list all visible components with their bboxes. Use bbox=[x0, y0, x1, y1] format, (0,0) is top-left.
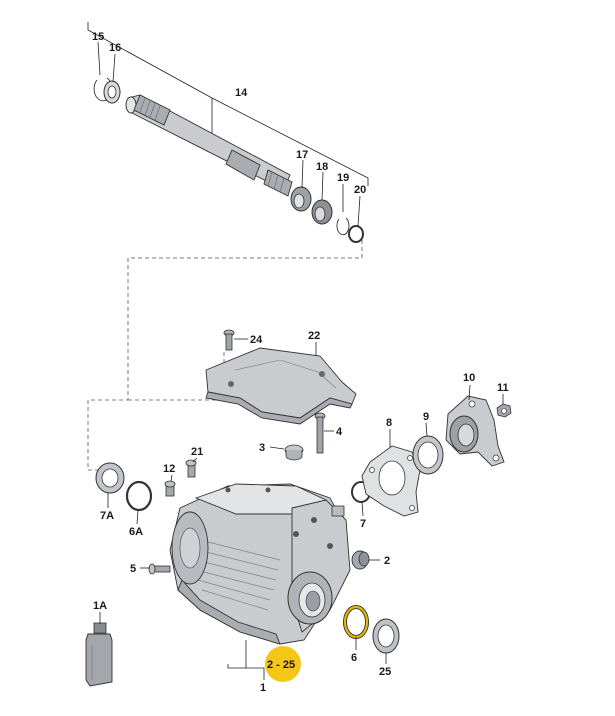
callout-18: 18 bbox=[316, 161, 328, 173]
seal-7a bbox=[95, 462, 125, 494]
plug-3 bbox=[284, 444, 304, 461]
callout-1a: 1A bbox=[93, 600, 107, 612]
shaft-assembly bbox=[87, 22, 369, 243]
oil-bottle-1a bbox=[85, 622, 113, 687]
highlight-badge bbox=[265, 646, 301, 682]
callout-6: 6 bbox=[351, 652, 357, 664]
bolt-4 bbox=[314, 412, 326, 454]
callout-24: 24 bbox=[250, 334, 263, 346]
callout-11: 11 bbox=[497, 382, 509, 394]
bolt-24 bbox=[223, 329, 235, 351]
callout-9: 9 bbox=[423, 411, 429, 423]
gasket-8 bbox=[361, 445, 421, 517]
callout-7a: 7A bbox=[100, 510, 114, 522]
circlip-19 bbox=[336, 217, 350, 236]
bearing-17 bbox=[290, 186, 312, 212]
callout-14: 14 bbox=[235, 87, 248, 99]
nut-11 bbox=[496, 403, 512, 418]
part-12 bbox=[164, 480, 176, 497]
callout-8: 8 bbox=[386, 417, 392, 429]
seal-25 bbox=[372, 618, 400, 654]
bolt-5 bbox=[148, 563, 171, 575]
callout-3: 3 bbox=[259, 442, 265, 454]
callout-19: 19 bbox=[337, 172, 349, 184]
bolt-21 bbox=[185, 459, 197, 478]
callout-15: 15 bbox=[92, 31, 104, 43]
seal-9 bbox=[412, 435, 444, 475]
seal-6-highlighted bbox=[343, 605, 369, 639]
cover-plate-22 bbox=[205, 347, 357, 425]
callout-labels: 15 16 14 17 18 19 20 24 22 4 3 21 12 7A … bbox=[92, 31, 509, 694]
callout-10: 10 bbox=[463, 372, 475, 384]
ring-16 bbox=[103, 80, 121, 104]
callout-7: 7 bbox=[360, 518, 366, 530]
callout-1: 1 bbox=[260, 682, 266, 694]
callout-4: 4 bbox=[336, 426, 343, 438]
callout-20: 20 bbox=[354, 184, 366, 196]
callout-25: 25 bbox=[379, 666, 391, 678]
ring-6a bbox=[125, 480, 153, 512]
callout-2-25: 2 - 25 bbox=[267, 659, 295, 671]
callout-6a: 6A bbox=[129, 526, 143, 538]
callout-5: 5 bbox=[130, 563, 136, 575]
callout-21: 21 bbox=[191, 446, 203, 458]
transfer-case-housing bbox=[169, 483, 351, 645]
callout-12: 12 bbox=[163, 463, 175, 475]
flange-10 bbox=[445, 395, 505, 467]
plug-2 bbox=[351, 550, 370, 570]
callout-17: 17 bbox=[296, 149, 308, 161]
callout-2: 2 bbox=[384, 555, 390, 567]
ring-20 bbox=[348, 225, 364, 243]
callout-22: 22 bbox=[308, 330, 320, 342]
callout-16: 16 bbox=[109, 42, 121, 54]
shaft-14 bbox=[125, 94, 293, 197]
bearing-18 bbox=[311, 199, 333, 225]
